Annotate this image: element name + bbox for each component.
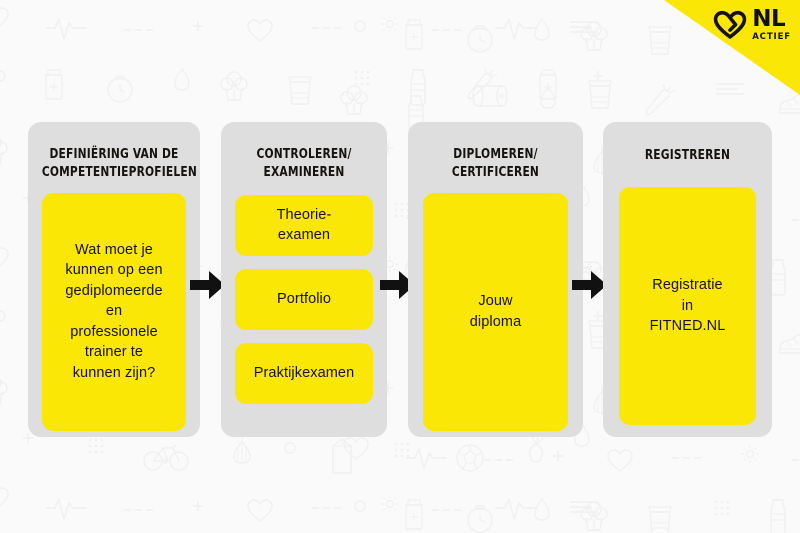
flow-step-definiering: DEFINIËRING VAN DE COMPETENTIEPROFIELEN … bbox=[28, 122, 200, 437]
flow-step-title: REGISTREREN bbox=[644, 147, 731, 163]
logo: NL ACTIEF bbox=[713, 6, 791, 42]
flow-card-label: Praktijkexamen bbox=[253, 364, 355, 381]
flow-step-controleren: CONTROLEREN/ EXAMINEREN Theorie- examen … bbox=[221, 122, 387, 437]
flow-step-title: CONTROLEREN/ EXAMINEREN bbox=[256, 146, 352, 180]
flow-card[interactable]: Theorie- examen bbox=[235, 194, 373, 256]
flow-step-cards: Jouw diploma bbox=[408, 192, 583, 431]
banner-triangle bbox=[664, 0, 800, 95]
flow-step-registreren: REGISTREREN Registratie in FITNED.NL bbox=[603, 122, 772, 437]
flow-step-cards: Theorie- examen Portfolio Praktijkexamen bbox=[221, 194, 387, 404]
corner-banner bbox=[650, 0, 800, 95]
flow-step-cards: Registratie in FITNED.NL bbox=[603, 186, 772, 425]
flow-card-label: Jouw diploma bbox=[469, 293, 522, 330]
flow-step-title: DIPLOMEREN/ CERTIFICEREN bbox=[451, 146, 540, 180]
arrow-right-icon bbox=[572, 268, 608, 302]
arrow-right-icon bbox=[190, 268, 226, 302]
heart-icon bbox=[713, 10, 747, 40]
flow-card-label: Portfolio bbox=[276, 290, 332, 307]
flow-card[interactable]: Portfolio bbox=[235, 268, 373, 330]
flow-step-diplomeren: DIPLOMEREN/ CERTIFICEREN Jouw diploma bbox=[408, 122, 583, 437]
flow-card[interactable]: Praktijkexamen bbox=[235, 342, 373, 404]
flow-card[interactable]: Jouw diploma bbox=[423, 192, 568, 431]
logo-wordmark: NL ACTIEF bbox=[752, 6, 791, 42]
flow-step-title: DEFINIËRING VAN DE COMPETENTIEPROFIELEN bbox=[41, 146, 197, 180]
flow-card-label: Wat moet je kunnen op een gediplomeerde … bbox=[65, 241, 163, 382]
flow-step-cards: Wat moet je kunnen op een gediplomeerde … bbox=[28, 192, 200, 431]
flow-card[interactable]: Registratie in FITNED.NL bbox=[619, 186, 756, 425]
logo-tagline: ACTIEF bbox=[752, 31, 791, 42]
flow-card-label: Theorie- examen bbox=[276, 206, 332, 244]
logo-brand: NL bbox=[752, 6, 786, 32]
flow-card-label: Registratie in FITNED.NL bbox=[649, 276, 726, 335]
flow-card[interactable]: Wat moet je kunnen op een gediplomeerde … bbox=[42, 192, 186, 431]
arrow-right-icon bbox=[380, 268, 416, 302]
